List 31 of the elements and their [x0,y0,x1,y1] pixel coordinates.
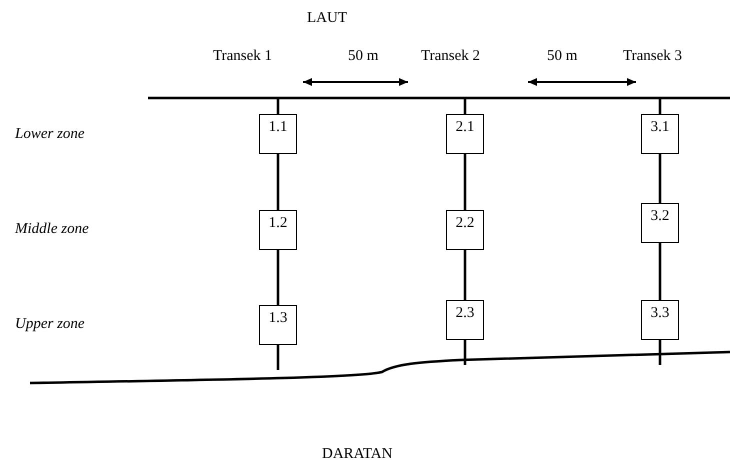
transect-line [464,154,466,210]
plot-box: 1.3 [259,305,297,345]
label-text: LAUT [307,10,347,27]
label-text: Transek 1 [213,48,272,65]
plot-box: 3.3 [641,300,679,340]
zone-label: Lower zone [15,126,85,143]
label-text: Transek 2 [421,48,480,65]
transect-line [658,154,662,203]
label-text: Transek 3 [623,48,682,65]
transect-line [464,98,466,114]
plot-box: 3.2 [641,203,679,243]
transect-line [276,154,280,210]
transect-line [276,250,280,305]
transect-line [464,250,466,300]
plot-box: 3.1 [641,114,679,154]
plot-box: 2.3 [446,300,484,340]
plot-box: 1.2 [259,210,297,250]
zone-label: Middle zone [15,221,89,238]
plot-box: 2.1 [446,114,484,154]
plot-box: 1.1 [259,114,297,154]
zone-label: Upper zone [15,316,85,333]
transect-line [658,340,662,365]
transect-line [276,98,280,114]
label-text: 50 m [348,48,378,65]
transect-line [658,243,662,300]
transect-line [464,340,466,365]
plot-box: 2.2 [446,210,484,250]
label-text: DARATAN [322,446,392,463]
label-text: 50 m [547,48,578,65]
transect-line [658,98,662,114]
transect-line [276,345,280,370]
